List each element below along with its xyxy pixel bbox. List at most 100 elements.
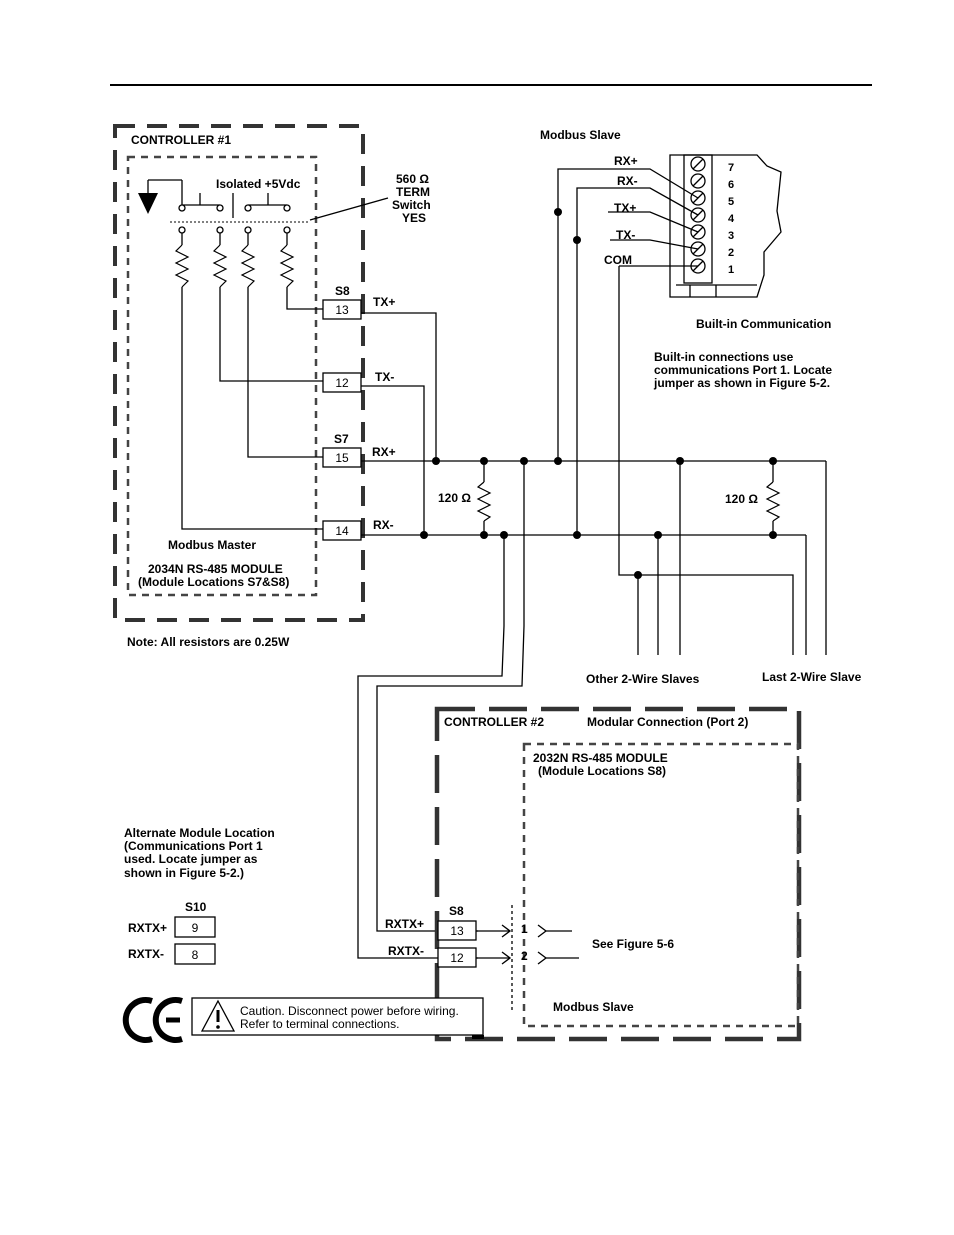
caution-line1: Caution. Disconnect power before wiring. bbox=[240, 1004, 459, 1018]
controller1-module-line2: (Module Locations S7&S8) bbox=[138, 575, 289, 589]
see-figure-label: See Figure 5-6 bbox=[592, 937, 674, 951]
controller2-module-line2: (Module Locations S8) bbox=[538, 764, 666, 778]
terminal-13-label: 13 bbox=[335, 303, 349, 317]
wire-res-to-13 bbox=[286, 287, 323, 310]
builtin-note-line2: communications Port 1. Locate bbox=[654, 363, 832, 377]
signal-tx-plus: TX+ bbox=[373, 295, 395, 309]
controller2-rxtx-minus: RXTX- bbox=[388, 944, 424, 958]
controller2-rxtx-plus: RXTX+ bbox=[385, 917, 424, 931]
isolated-5vdc-label: Isolated +5Vdc bbox=[216, 177, 301, 191]
caution-line2: Refer to terminal connections. bbox=[240, 1017, 399, 1031]
terminal-12-label: 12 bbox=[335, 376, 349, 390]
controller2-module-line1: 2032N RS-485 MODULE bbox=[533, 751, 668, 765]
right-term-label: 120 Ω bbox=[725, 492, 758, 506]
alternate-line1: Alternate Module Location bbox=[124, 826, 275, 840]
signal-rx-minus: RX- bbox=[373, 518, 394, 532]
terminal-15-label: 15 bbox=[335, 451, 349, 465]
controller2-pin-1: 1 bbox=[521, 922, 528, 936]
slave-tx-plus-label: TX+ bbox=[614, 201, 636, 215]
terminal-13 bbox=[322, 299, 362, 320]
modular-connection-label: Modular Connection (Port 2) bbox=[587, 715, 748, 729]
term-switch-label: Switch bbox=[392, 198, 431, 212]
slave-rx-minus-label: RX- bbox=[617, 174, 638, 188]
controller2-terminal-12-label: 12 bbox=[450, 951, 464, 965]
other-slaves-label: Other 2-Wire Slaves bbox=[586, 672, 700, 686]
terminal-14-label: 14 bbox=[335, 524, 349, 538]
term-switch bbox=[170, 193, 308, 234]
term-ohms-label: 560 Ω bbox=[396, 172, 429, 186]
term-leader-line bbox=[309, 197, 389, 221]
alternate-rxtx-plus: RXTX+ bbox=[128, 921, 167, 935]
slave-pin-6: 6 bbox=[728, 179, 734, 191]
junction-dots bbox=[420, 208, 777, 579]
wire-bus-to-rxtx-plus bbox=[376, 461, 525, 932]
warning-icon bbox=[200, 999, 236, 1032]
alternate-line3: used. Locate jumper as bbox=[124, 852, 258, 866]
controller2-arrows bbox=[476, 905, 579, 1012]
alternate-terminal-9 bbox=[174, 916, 216, 938]
slave-pin-5: 5 bbox=[728, 196, 734, 208]
slot-s8-label: S8 bbox=[335, 284, 350, 298]
wire-res-to-14 bbox=[181, 287, 323, 530]
terminal-15 bbox=[322, 447, 362, 468]
slot-s7-label: S7 bbox=[334, 432, 349, 446]
alternate-line2: (Communications Port 1 bbox=[124, 839, 263, 853]
slave-pin-1: 1 bbox=[728, 264, 734, 276]
slave-wire-tx-plus bbox=[608, 211, 699, 233]
left-term-resistor bbox=[476, 461, 492, 535]
pullup-resistors bbox=[174, 233, 295, 288]
alternate-line4: shown in Figure 5-2.) bbox=[124, 866, 244, 880]
signal-tx-minus: TX- bbox=[375, 370, 394, 384]
modbus-slave-title: Modbus Slave bbox=[540, 128, 621, 142]
builtin-comm-label: Built-in Communication bbox=[696, 317, 831, 331]
slave-body-outline bbox=[669, 154, 782, 298]
slave-pin-3: 3 bbox=[728, 230, 734, 242]
wire-res-to-15 bbox=[247, 287, 323, 458]
controller2-slave-label: Modbus Slave bbox=[553, 1000, 634, 1014]
controller2-terminal-13-label: 13 bbox=[450, 924, 464, 938]
ground-icon bbox=[138, 179, 183, 214]
term-yes-label: YES bbox=[402, 211, 426, 225]
resistor-note: Note: All resistors are 0.25W bbox=[127, 635, 290, 649]
builtin-note-line3: jumper as shown in Figure 5-2. bbox=[653, 376, 830, 390]
wire-tx-minus bbox=[361, 385, 425, 535]
controller1-outer-border bbox=[113, 124, 365, 622]
terminal-12 bbox=[322, 372, 362, 393]
wire-bus-to-rxtx-minus bbox=[357, 535, 505, 959]
slave-wire-rx-minus bbox=[576, 187, 699, 240]
alternate-slot-label: S10 bbox=[185, 900, 207, 914]
wire-tx-plus bbox=[361, 312, 437, 461]
alternate-rxtx-minus: RXTX- bbox=[128, 947, 164, 961]
alternate-terminal-9-label: 9 bbox=[192, 921, 199, 935]
controller2-module-border bbox=[522, 742, 800, 1028]
controller1-title: CONTROLLER #1 bbox=[131, 133, 231, 147]
alternate-terminal-8 bbox=[174, 943, 216, 965]
slave-rx-plus-label: RX+ bbox=[614, 154, 638, 168]
slave-pin-7: 7 bbox=[728, 162, 734, 174]
controller2-slot-label: S8 bbox=[449, 904, 464, 918]
slave-wire-rx-plus bbox=[557, 168, 699, 212]
slave-terminal-block bbox=[683, 154, 713, 284]
caution-box bbox=[191, 997, 484, 1039]
slave-tx-minus-label: TX- bbox=[616, 228, 635, 242]
slave-com-label: COM bbox=[604, 253, 632, 267]
last-slave-label: Last 2-Wire Slave bbox=[762, 670, 862, 684]
term-label: TERM bbox=[396, 185, 430, 199]
controller2-pin-2: 2 bbox=[521, 949, 528, 963]
terminal-14 bbox=[322, 520, 362, 541]
left-term-label: 120 Ω bbox=[438, 491, 471, 505]
slave-pin-2: 2 bbox=[728, 247, 734, 259]
signal-rx-plus: RX+ bbox=[372, 445, 396, 459]
modbus-master-label: Modbus Master bbox=[168, 538, 256, 552]
wire-com bbox=[618, 266, 794, 655]
controller1-module-border bbox=[126, 155, 318, 597]
builtin-note-line1: Built-in connections use bbox=[654, 350, 794, 364]
controller2-title: CONTROLLER #2 bbox=[444, 715, 544, 729]
right-term-resistor bbox=[765, 461, 781, 535]
slave-pin-4: 4 bbox=[728, 213, 735, 225]
wire-res-to-12 bbox=[219, 287, 323, 382]
alternate-terminal-8-label: 8 bbox=[192, 948, 199, 962]
slave-wire-tx-minus bbox=[610, 239, 699, 250]
controller1-module-line1: 2034N RS-485 MODULE bbox=[148, 562, 283, 576]
